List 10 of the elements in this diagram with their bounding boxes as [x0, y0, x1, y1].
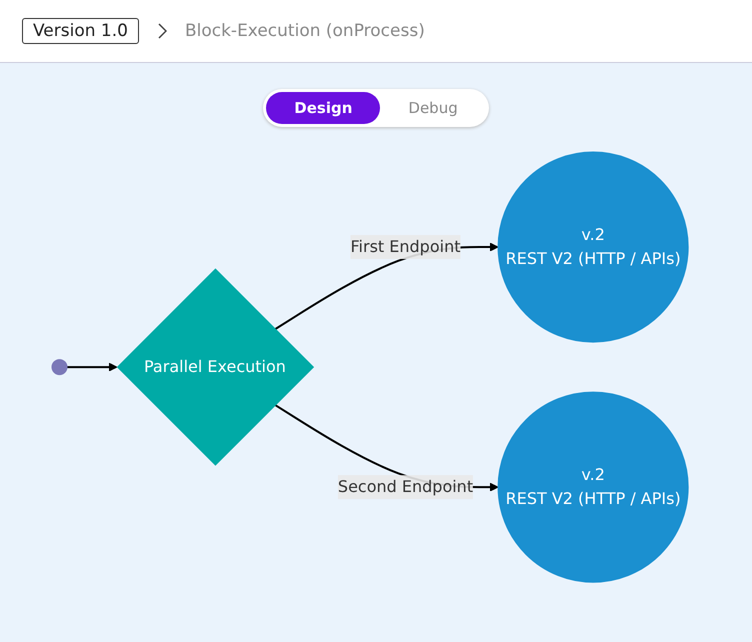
edge-label: First Endpoint [350, 236, 460, 256]
edge-label: Second Endpoint [338, 477, 473, 496]
node-diamond: Parallel Execution [116, 268, 314, 466]
breadcrumb-text: Block-Execution (onProcess) [184, 21, 425, 41]
active-tab: Design [266, 92, 380, 124]
node-circle: v.2 REST V2 (HTTP / APIs) [498, 151, 689, 342]
arrow [66, 362, 118, 372]
node-circle: v.2 REST V2 (HTTP / APIs) [498, 392, 689, 583]
node-circle [51, 359, 68, 375]
version-badge: Version 1.0 [22, 18, 139, 44]
